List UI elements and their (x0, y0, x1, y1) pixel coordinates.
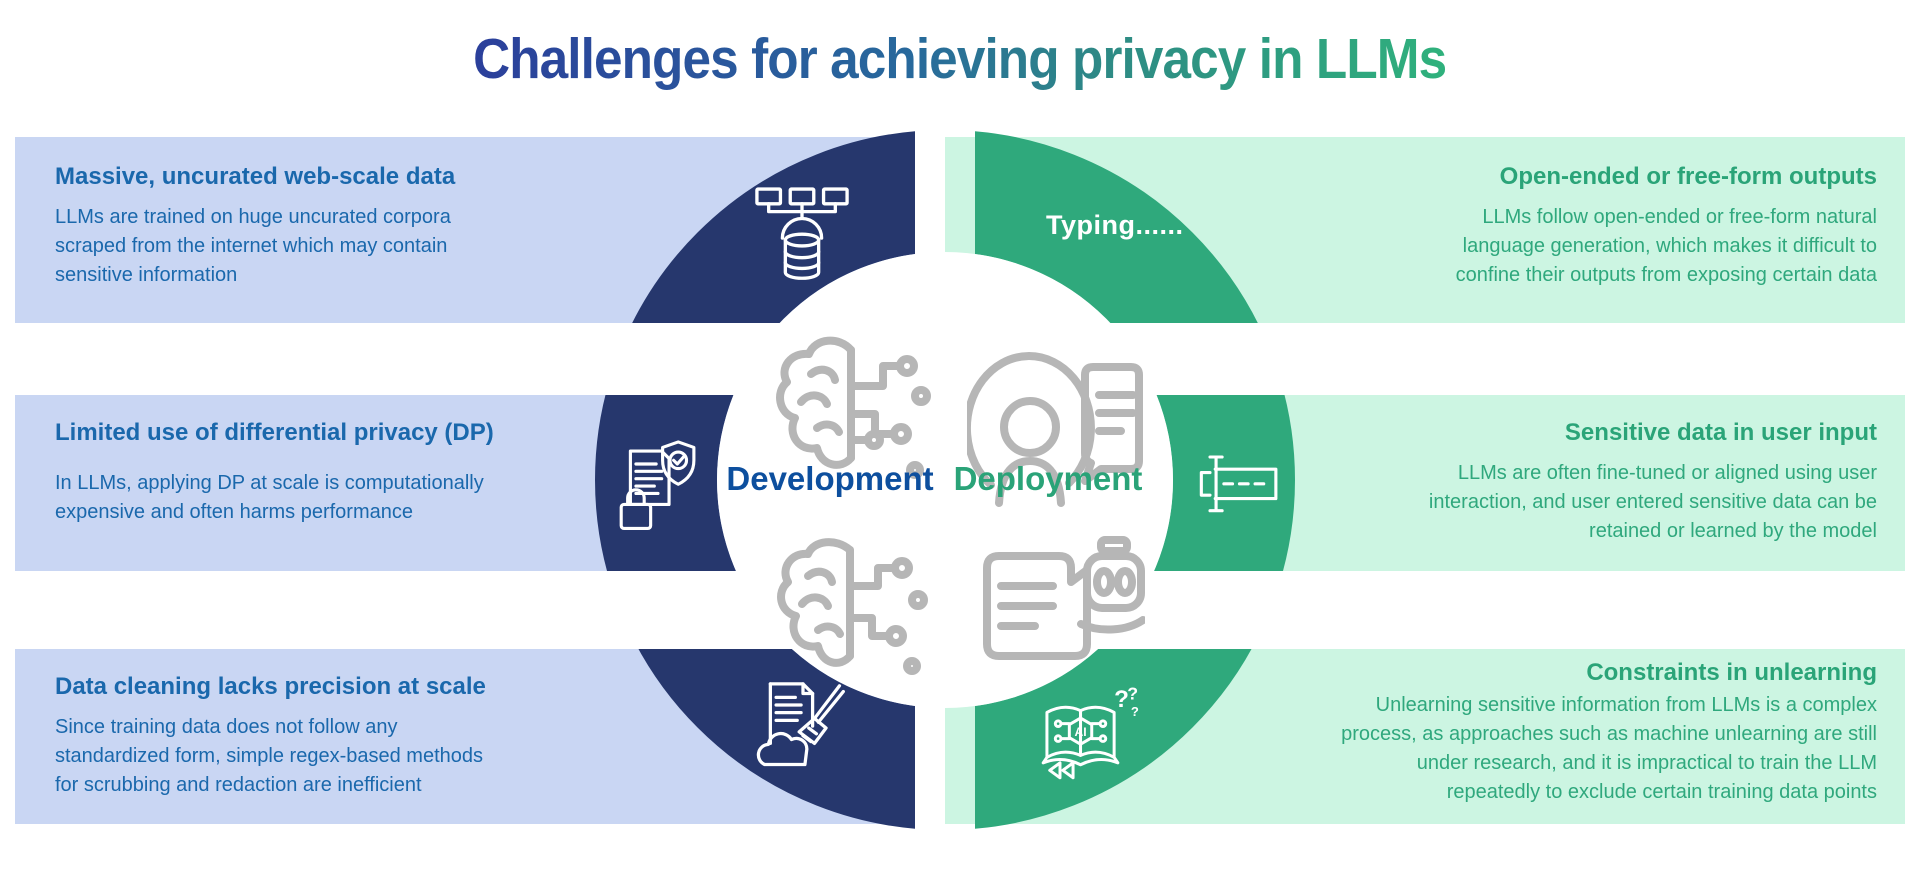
web-data-scraping-icon (755, 187, 849, 280)
data-cleaning-broom-icon (756, 682, 845, 767)
panel-heading: Sensitive data in user input (1564, 419, 1877, 446)
title-row: Challenges for achieving privacy in LLMs (0, 26, 1920, 92)
panel-heading: Open-ended or free-form outputs (1499, 163, 1877, 190)
panel-body: LLMs follow open-ended or free-form natu… (1455, 206, 1877, 286)
panel-body: LLMs are trained on huge uncurated corpo… (55, 206, 451, 286)
user-with-document-icon (967, 352, 1143, 507)
panel-heading: Constraints in unlearning (1586, 659, 1877, 686)
ai-brain-circuit-icon (776, 336, 931, 479)
page-title: Challenges for achieving privacy in LLMs (473, 27, 1447, 91)
panel-heading: Data cleaning lacks precision at scale (55, 673, 486, 700)
panel-body: Unlearning sensitive information from LL… (1341, 694, 1877, 803)
typing-caption: Typing...... (1046, 210, 1184, 240)
deployment-arc (975, 131, 1295, 829)
privacy-shield-lock-icon (619, 440, 696, 530)
panel-body: In LLMs, applying DP at scale is computa… (55, 472, 484, 523)
panel-body: Since training data does not follow any … (55, 716, 483, 796)
panel-heading: Limited use of differential privacy (DP) (55, 419, 494, 446)
machine-unlearning-book-icon: AI ? ? ? (1041, 683, 1139, 780)
svg-text:?: ? (1114, 686, 1129, 713)
panel-body: LLMs are often fine-tuned or aligned usi… (1428, 462, 1877, 542)
text-input-cursor-icon (1199, 455, 1278, 513)
deployment-label: Deployment (953, 460, 1143, 497)
panel-heading: Massive, uncurated web-scale data (55, 163, 456, 190)
chat-message-robot-icon (983, 536, 1145, 660)
svg-text:AI: AI (1074, 725, 1086, 739)
circuit-brain-icon (777, 538, 928, 675)
svg-text:?: ? (1127, 683, 1138, 703)
svg-text:?: ? (1131, 704, 1139, 719)
development-label: Development (726, 460, 934, 497)
